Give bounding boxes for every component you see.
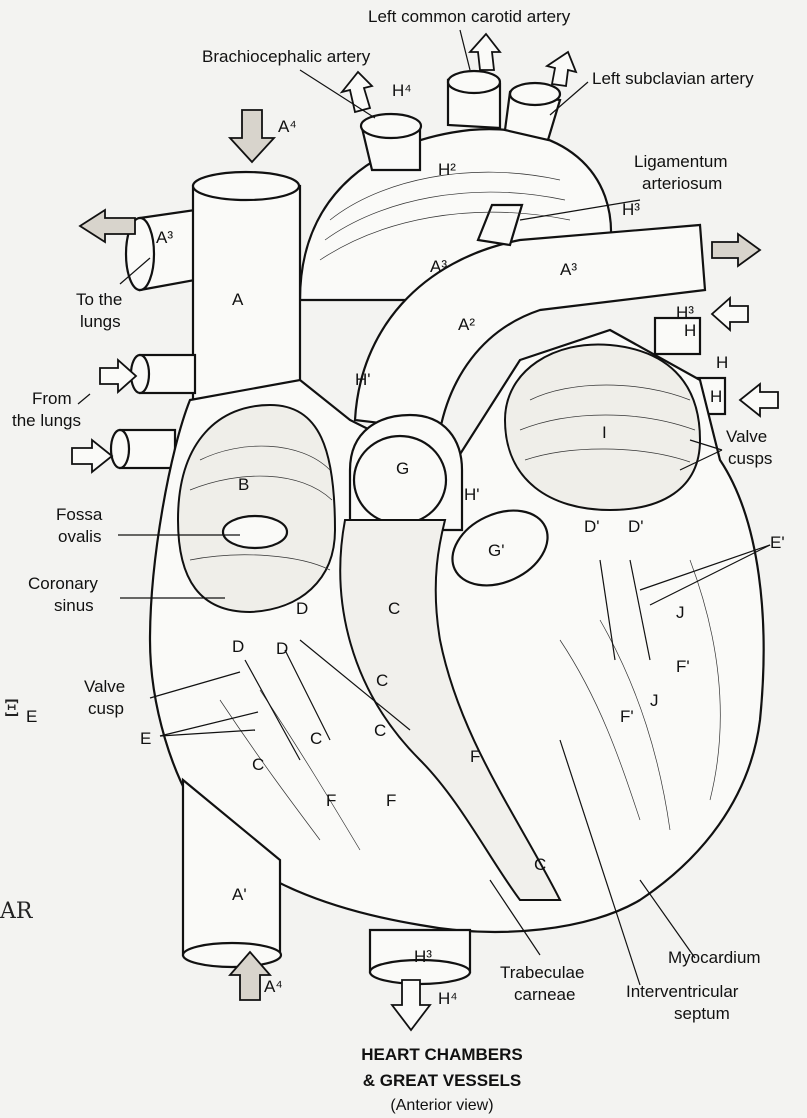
letter-c-e: C: [252, 755, 264, 774]
letter-d1-b: D': [628, 517, 644, 536]
edge-fragment-top: Ξ: [4, 697, 19, 722]
arrow-up-carotid: [470, 34, 500, 70]
arrow-in-right-lower: [740, 384, 778, 416]
inferior-vena-cava-end: [183, 943, 281, 967]
letter-f-a: F: [470, 747, 480, 766]
label-valve-cusps-2: cusps: [728, 449, 772, 468]
letter-h-c: H: [710, 387, 722, 406]
letter-h3-bottom: H³: [414, 947, 432, 966]
letter-a: A: [232, 290, 244, 309]
label-to-lungs-2: lungs: [80, 312, 121, 331]
label-valve-cusp-1: Valve: [84, 677, 125, 696]
letter-e: E: [140, 729, 151, 748]
label-coronary-sinus-2: sinus: [54, 596, 94, 615]
label-left-subclavian: Left subclavian artery: [592, 69, 754, 88]
letter-a1: A': [232, 885, 247, 904]
left-subclavian-opening: [510, 83, 560, 105]
letter-c-f: C: [534, 855, 546, 874]
pulmonary-vein-right-lower-end: [111, 430, 129, 468]
letter-d-c: D: [276, 639, 288, 658]
letter-f1-a: F': [676, 657, 690, 676]
label-from-lungs-2: the lungs: [12, 411, 81, 430]
letter-d1-a: D': [584, 517, 600, 536]
letter-h3-top: H³: [622, 200, 640, 219]
label-interventricular-2: septum: [674, 1004, 730, 1023]
superior-vena-cava-opening: [193, 172, 299, 200]
label-valve-cusp-2: cusp: [88, 699, 124, 718]
letter-a4-bottom: A⁴: [264, 977, 283, 996]
arrow-right-to-lungs: [712, 234, 760, 266]
letter-d-b: D: [232, 637, 244, 656]
letter-c-a: C: [388, 599, 400, 618]
arrow-down-descending: [392, 980, 430, 1030]
letter-h4-bottom: H⁴: [438, 989, 458, 1008]
letter-c-c: C: [374, 721, 386, 740]
letter-b: B: [238, 475, 249, 494]
label-fossa-ovalis-1: Fossa: [56, 505, 103, 524]
letter-a3-mid: A³: [430, 257, 447, 276]
title-line-1: HEART CHAMBERS: [361, 1045, 523, 1064]
letter-c-d: C: [310, 729, 322, 748]
letter-a3-left: A³: [156, 228, 173, 247]
label-coronary-sinus-1: Coronary: [28, 574, 98, 593]
brachiocephalic-opening: [361, 114, 421, 138]
letter-a2: A²: [458, 315, 475, 334]
letter-h2: H²: [438, 160, 456, 179]
letter-g1: G': [488, 541, 504, 560]
arrow-in-lungs-lower: [72, 440, 112, 472]
aortic-opening-g: [354, 436, 446, 524]
label-to-lungs-1: To the: [76, 290, 122, 309]
letter-h1-lower: H': [464, 485, 480, 504]
label-valve-cusps-1: Valve: [726, 427, 767, 446]
letter-h-a: H: [684, 321, 696, 340]
label-ligamentum-2: arteriosum: [642, 174, 722, 193]
label-left-common-carotid: Left common carotid artery: [368, 7, 571, 26]
label-brachiocephalic: Brachiocephalic artery: [202, 47, 371, 66]
letter-j-a: J: [676, 603, 685, 622]
letter-h4-top: H⁴: [392, 81, 412, 100]
letter-a4-top: A⁴: [278, 117, 297, 136]
edge-fragment-sub: E: [26, 707, 37, 726]
letter-h3-right: H³: [676, 303, 694, 322]
letter-e1: E': [770, 533, 785, 552]
letter-h1-upper: H': [355, 370, 371, 389]
arrow-down-svc: [230, 110, 274, 162]
letter-h-b: H: [716, 353, 728, 372]
arrow-up-subclavian: [547, 52, 576, 86]
letter-a3-right: A³: [560, 260, 577, 279]
right-atrium: [178, 405, 335, 612]
title-line-2: & GREAT VESSELS: [363, 1071, 521, 1090]
left-common-carotid-opening: [448, 71, 500, 93]
letter-d-a: D: [296, 599, 308, 618]
letter-i: I: [602, 423, 607, 442]
letter-c-b: C: [376, 671, 388, 690]
letter-g: G: [396, 459, 409, 478]
label-myocardium: Myocardium: [668, 948, 761, 967]
fossa-ovalis: [223, 516, 287, 548]
label-ligamentum-1: Ligamentum: [634, 152, 728, 171]
label-fossa-ovalis-2: ovalis: [58, 527, 101, 546]
label-interventricular-1: Interventricular: [626, 982, 739, 1001]
letter-f-b: F: [326, 791, 336, 810]
letter-j-b: J: [650, 691, 659, 710]
edge-fragment-bottom: AR: [0, 899, 34, 924]
arrow-in-lungs-upper: [100, 360, 136, 392]
arrow-in-right-upper: [712, 298, 748, 330]
label-trabeculae-1: Trabeculae: [500, 963, 584, 982]
label-trabeculae-2: carneae: [514, 985, 575, 1004]
title-subtitle: (Anterior view): [390, 1097, 493, 1114]
label-from-lungs-1: From: [32, 389, 72, 408]
letter-f-c: F: [386, 791, 396, 810]
letter-f1-b: F': [620, 707, 634, 726]
